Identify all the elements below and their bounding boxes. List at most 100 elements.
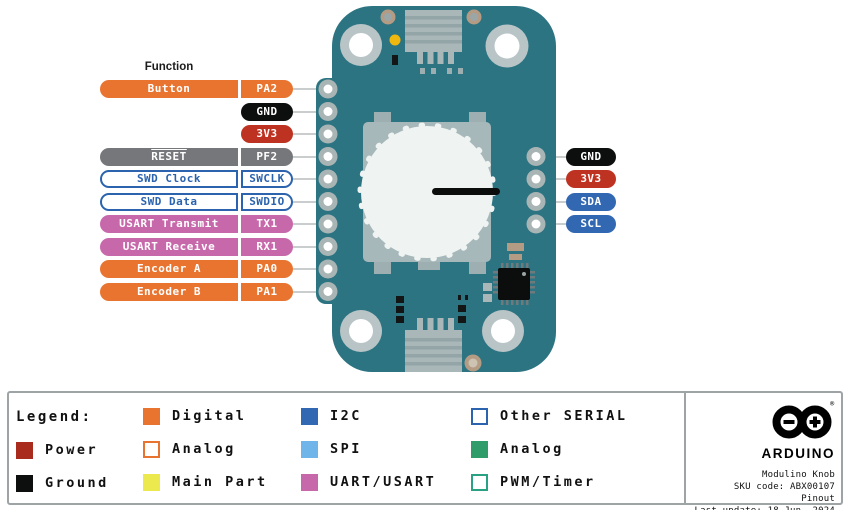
qwiic-connector-bottom xyxy=(405,318,462,372)
legend-item: PWM/Timer xyxy=(471,474,628,491)
pin-function-label: USART Transmit xyxy=(100,215,238,233)
pin-name-label: PA2 xyxy=(241,80,293,98)
ic-chip xyxy=(493,263,535,305)
legend-label: Power xyxy=(45,442,99,458)
pin-name-label: GND xyxy=(241,102,293,121)
arduino-wordmark: ARDUINO xyxy=(761,446,835,461)
pin-wire xyxy=(292,110,322,113)
digital-swatch xyxy=(143,408,160,425)
modulino-board xyxy=(316,6,556,372)
legend-label: Ground xyxy=(45,475,109,491)
arduino-logo-icon: ® xyxy=(772,400,835,439)
legend-item: UART/USART xyxy=(301,474,436,491)
pin-name-label: SWCLK xyxy=(241,170,293,188)
legend-brand-divider xyxy=(684,391,686,505)
pin-function-label: USART Receive xyxy=(100,237,238,256)
pwm-outline-swatch xyxy=(471,474,488,491)
left-pin-holes xyxy=(318,79,338,301)
uart-swatch xyxy=(301,474,318,491)
legend-label: Analog xyxy=(172,441,236,457)
rotary-knob xyxy=(357,122,500,262)
pin-row-right-SDA: SDA xyxy=(566,192,616,211)
pin-function-label: Button xyxy=(100,80,238,98)
legend-item: Power xyxy=(16,442,109,459)
legend-item: Digital xyxy=(143,408,268,425)
pin-function-label: SWD Clock xyxy=(100,170,238,188)
legend-item: I2C xyxy=(301,408,436,425)
qwiic-connector-top xyxy=(405,10,463,74)
knob-indicator xyxy=(432,188,500,195)
legend-item: Other SERIAL xyxy=(471,408,628,425)
pin-wire xyxy=(292,133,322,135)
pin-wire xyxy=(292,200,322,203)
pin-name-label: TX1 xyxy=(241,215,293,233)
analog-outline-swatch xyxy=(143,441,160,458)
legend-item: Main Part xyxy=(143,474,268,491)
last-update: Last update: 18 Jun, 2024 xyxy=(645,505,835,510)
legend-item: Analog xyxy=(143,441,268,458)
pin-row-right-3V3: 3V3 xyxy=(566,170,616,188)
led xyxy=(389,34,401,46)
legend-item: Ground xyxy=(16,475,109,492)
function-column-header: Function xyxy=(144,61,194,73)
ground-swatch xyxy=(16,475,33,492)
serial-outline-swatch xyxy=(471,408,488,425)
legend-label: Digital xyxy=(172,408,247,424)
legend-item: SPI xyxy=(301,441,436,458)
pin-name-label: PF2 xyxy=(241,147,293,166)
analog-green-swatch xyxy=(471,441,488,458)
mounting-holes xyxy=(340,24,529,352)
legend-column: I2C SPI UART/USART xyxy=(301,408,436,491)
power-swatch xyxy=(16,442,33,459)
pin-wire xyxy=(292,290,322,293)
legend-label: PWM/Timer xyxy=(500,474,596,490)
pin-row-3V3: 3V3 xyxy=(241,125,293,143)
legend-title: Legend: xyxy=(16,409,93,425)
registered-mark: ® xyxy=(830,400,835,408)
legend-label: I2C xyxy=(330,408,362,424)
i2c-swatch xyxy=(301,408,318,425)
legend-label: Analog xyxy=(500,441,564,457)
pin-name-label: RX1 xyxy=(241,237,293,256)
document-type: Pinout xyxy=(801,494,835,504)
right-pin-holes xyxy=(526,147,546,234)
main-part-swatch xyxy=(143,474,160,491)
pin-name-label: 3V3 xyxy=(241,125,293,143)
legend-label: UART/USART xyxy=(330,474,437,490)
product-name: Modulino Knob xyxy=(761,470,835,480)
small-component xyxy=(392,55,398,65)
passive-components xyxy=(396,243,524,323)
pin-wire xyxy=(292,88,322,90)
pin-function-label: Encoder B xyxy=(100,282,238,301)
spi-swatch xyxy=(301,441,318,458)
pin-wire xyxy=(292,223,322,225)
pin-name-label: SWDIO xyxy=(241,192,293,211)
pin-function-label: SWD Data xyxy=(100,192,238,211)
pin-name-label: PA0 xyxy=(241,260,293,278)
pin-row-GND: GND xyxy=(241,102,293,121)
legend-label: Main Part xyxy=(172,474,268,490)
pin-wire xyxy=(292,268,322,270)
pin-row-right-SCL: SCL xyxy=(566,215,616,233)
legend-label: Other SERIAL xyxy=(500,408,628,424)
branding-panel: ® ARDUINO Modulino Knob SKU code: ABX001… xyxy=(645,398,835,510)
pin-function-label: Encoder A xyxy=(100,260,238,278)
pin-wire xyxy=(292,178,322,180)
fiducial-pads xyxy=(380,9,482,372)
pin-wire xyxy=(292,245,322,248)
pin-function-label: RESET xyxy=(100,147,238,166)
pin-wire xyxy=(292,155,322,158)
pin-name-label: PA1 xyxy=(241,282,293,301)
